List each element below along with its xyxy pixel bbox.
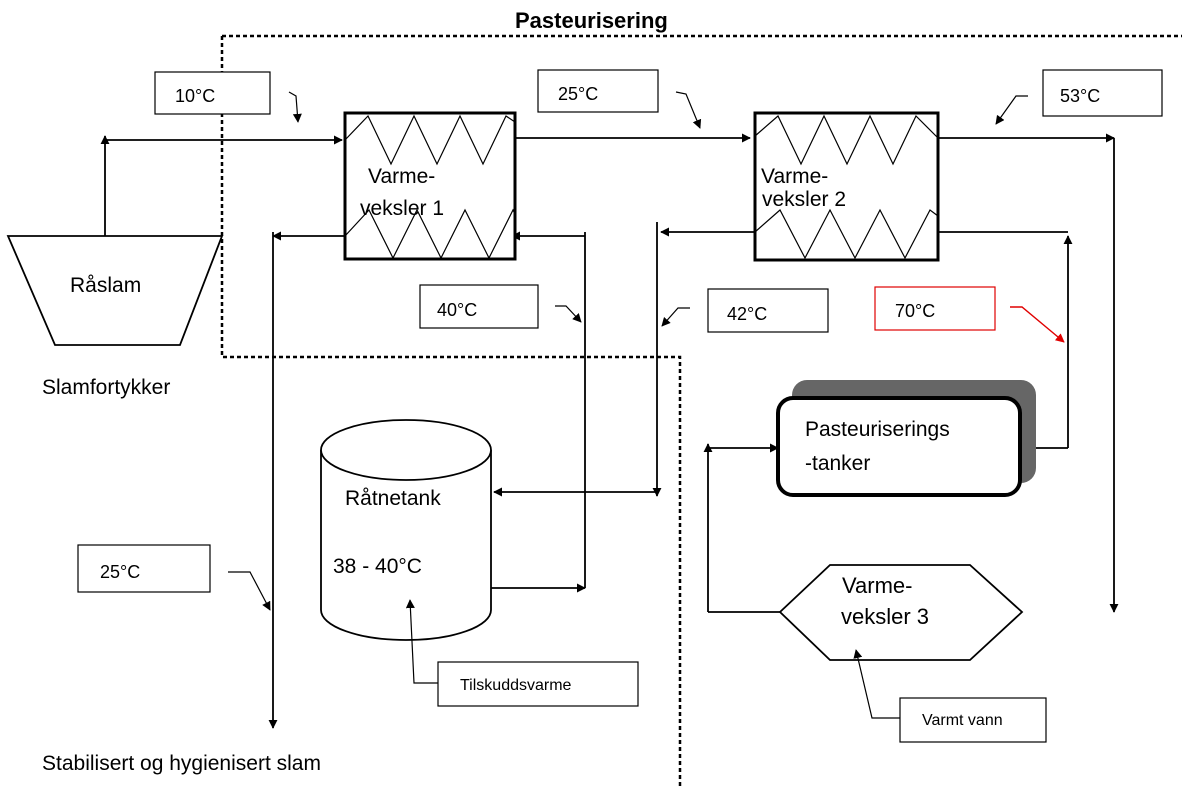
tilskuddsvarme-callout: Tilskuddsvarme [405,599,639,707]
heat-exchanger-3: Varme- veksler 3 [778,564,1024,661]
tilskuddsvarme-label: Tilskuddsvarme [460,677,572,694]
digester-tank: Råtnetank 38 - 40°C [320,419,492,641]
hx1-label-line2: veksler 1 [360,197,444,220]
temp-box-53c: 53°C [1042,69,1163,117]
varmt-vann-label: Varmt vann [922,712,1003,729]
temp-box-42c: 42°C [707,288,829,333]
temp-53c-label: 53°C [1060,86,1100,106]
hx2-label-line1: Varme- [761,165,828,188]
hx1-label-line1: Varme- [368,165,435,188]
varmt-vann-callout: Varmt vann [853,649,1047,743]
pasteurization-boundary [220,34,1182,789]
temp-10c-label: 10°C [175,86,215,106]
temp-40c-label: 40°C [437,300,477,320]
output-label: Stabilisert og hygienisert slam [42,752,321,775]
temp-25c-out-label: 25°C [100,562,140,582]
ratnetank-label: Råtnetank [345,487,441,510]
ratnetank-temp-label: 38 - 40°C [333,555,422,578]
temp-box-40c: 40°C [419,284,539,329]
hx3-label-line1: Varme- [842,573,913,598]
hx3-label-line2: veksler 3 [841,604,929,629]
temperature-pointers [228,91,1028,611]
pasteurization-tanks: Pasteuriserings -tanker [776,380,1036,497]
hx2-label-line2: veksler 2 [762,188,846,211]
temp-25c-top-label: 25°C [558,84,598,104]
heat-exchanger-2: Varme- veksler 2 [753,111,940,262]
temp-box-25c-top: 25°C [537,69,659,113]
raslam-label: Råslam [70,274,141,297]
temp-70c-pointer [1010,306,1065,343]
heat-exchanger-1: Varme- veksler 1 [343,111,517,261]
pasteurization-title: Pasteurisering [515,8,668,33]
temp-box-10c: 10°C [154,71,271,115]
temp-box-70c: 70°C [874,286,996,331]
temp-box-25c-out: 25°C [77,544,211,593]
temp-42c-label: 42°C [727,304,767,324]
temp-70c-label: 70°C [895,301,935,321]
past-tank-label-line2: -tanker [805,452,870,475]
flow-lines [100,133,1119,729]
slamfortykker-label: Slamfortykker [42,376,170,399]
sludge-thickener: Råslam [6,235,224,346]
past-tank-label-line1: Pasteuriserings [805,418,950,441]
